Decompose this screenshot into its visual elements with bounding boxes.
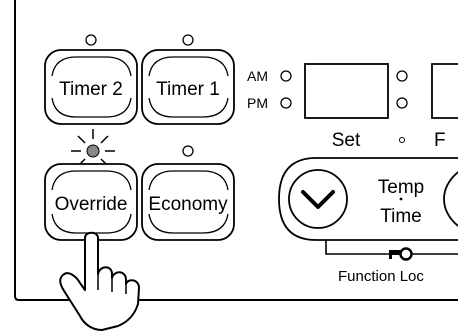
timer-2-label: Timer 2 [59,79,123,100]
panel-outline [14,0,458,301]
override-button[interactable]: Override [44,129,138,241]
function-lock-indicator: Function Loc [325,240,458,285]
timer-2-button[interactable]: Timer 2 [44,34,138,125]
pointing-hand-icon [59,231,140,331]
temp-label: Temp [378,177,424,198]
function-lock-label: Function Loc [338,268,424,285]
chevron-down-icon [301,190,335,209]
set-display-window [304,63,389,119]
pm-indicator-led [280,97,292,109]
temp-time-rocker[interactable]: Temp Time [278,157,458,241]
set-display-label: Set [332,130,361,151]
am-indicator-led [280,70,292,82]
temp-time-dot [399,197,403,201]
am-label: AM [247,68,268,84]
economy-button[interactable]: Economy [141,145,235,241]
time-label: Time [380,206,422,227]
pm-label: PM [247,95,268,111]
economy-indicator-led [182,145,194,157]
override-label: Override [55,194,128,215]
colon-dot [399,137,405,143]
second-display-window [431,63,458,119]
second-display-label-cut: F [434,130,446,151]
key-icon [389,247,413,261]
timer-2-indicator-led [85,34,97,46]
down-button[interactable] [288,169,348,229]
timer-1-button[interactable]: Timer 1 [141,34,235,125]
display-indicator-led-top [396,70,408,82]
up-button-partial[interactable] [443,171,458,227]
economy-label: Economy [148,194,228,215]
timer-1-label: Timer 1 [156,79,220,100]
display-indicator-led-bottom [396,97,408,109]
timer-1-indicator-led [182,34,194,46]
